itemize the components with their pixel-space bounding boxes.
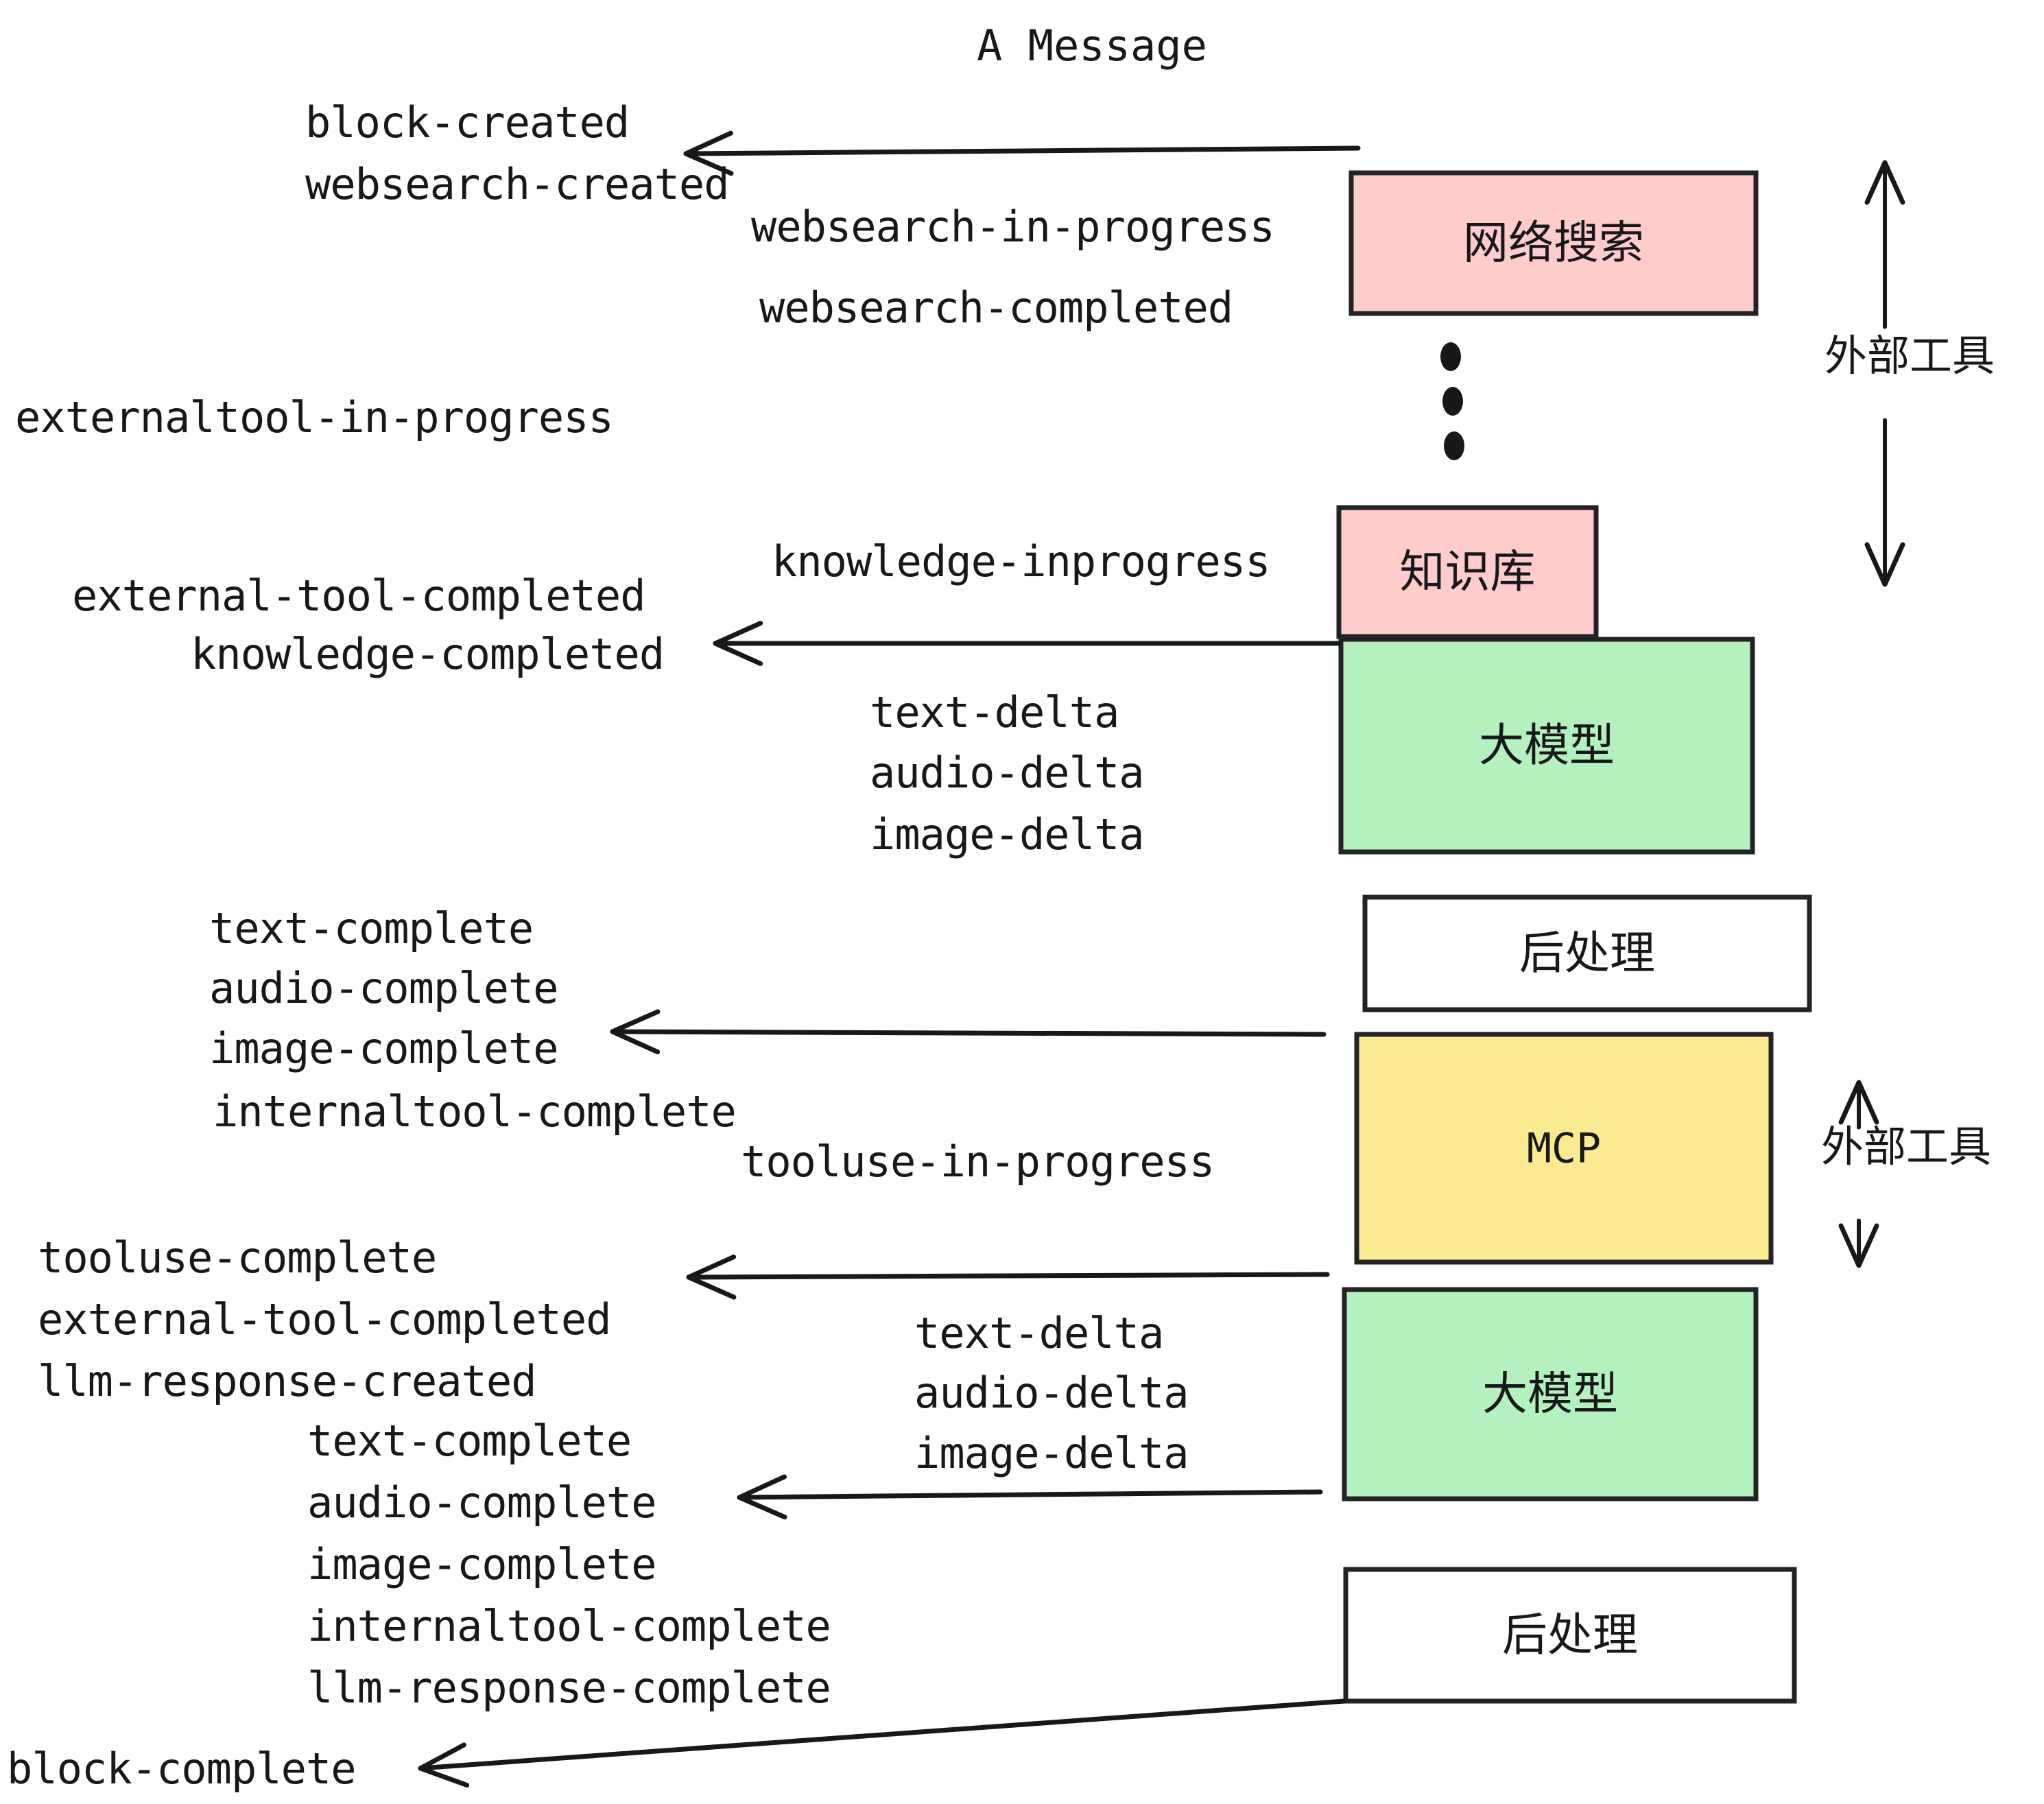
node-llm-2[interactable]: 大模型 (1342, 1287, 1759, 1502)
event-label-websearch-created: websearch-created (305, 159, 729, 209)
page-title: A Message (977, 21, 1207, 71)
arrow-head-icon (418, 1742, 470, 1788)
external-tools-bracket-top (1864, 160, 1905, 587)
arrow-up-icon (1838, 1080, 1879, 1125)
event-label-internaltool-complete-1: internaltool-complete (213, 1087, 736, 1137)
event-label-externaltool-in-progress: externaltool-in-progress (15, 392, 613, 442)
event-label-audio-complete-1: audio-complete (209, 963, 558, 1013)
node-postprocess-1-label: 后处理 (1519, 927, 1655, 980)
arrow-down-icon (1838, 1223, 1879, 1268)
arrow-websearch-to-events (683, 130, 1361, 176)
arrow-llm2-to-events (737, 1474, 1323, 1520)
event-label-audio-delta-2: audio-delta (914, 1368, 1189, 1418)
node-knowledge-label: 知识库 (1400, 545, 1536, 598)
node-llm-1-label: 大模型 (1479, 719, 1615, 772)
side-label-external-tools-bottom: 外部工具 (1821, 1121, 1991, 1172)
event-label-llm-response-created: llm-response-created (38, 1356, 536, 1406)
node-mcp[interactable]: MCP (1354, 1032, 1774, 1265)
arrow-knowledge-to-events (713, 621, 1342, 666)
node-knowledge-rect (1336, 505, 1599, 639)
event-label-tooluse-complete: tooluse-complete (38, 1233, 436, 1283)
node-llm-1[interactable]: 大模型 (1338, 637, 1755, 855)
node-mcp-label: MCP (1527, 1125, 1601, 1173)
event-label-text-complete-1: text-complete (209, 903, 533, 953)
node-knowledge[interactable]: 知识库 (1336, 505, 1599, 639)
node-postprocess-2-rect (1343, 1567, 1797, 1704)
node-postprocess-1[interactable]: 后处理 (1362, 894, 1812, 1012)
arrow-line (610, 1029, 1327, 1037)
event-label-tooluse-in-progress: tooluse-in-progress (741, 1137, 1214, 1187)
node-mcp-rect (1354, 1032, 1774, 1265)
arrow-head-icon (610, 1009, 661, 1055)
node-postprocess-1-rect (1362, 894, 1812, 1012)
arrow-head-icon (686, 1254, 737, 1300)
ellipsis-dot-2 (1442, 387, 1463, 416)
node-postprocess-2[interactable]: 后处理 (1343, 1567, 1797, 1704)
event-label-image-complete-2: image-complete (307, 1539, 656, 1589)
ellipsis-dot-1 (1440, 342, 1461, 371)
ellipsis-dot-3 (1444, 431, 1464, 460)
node-llm-2-rect (1342, 1287, 1759, 1502)
event-label-image-delta-1: image-delta (870, 809, 1144, 859)
arrow-line (686, 1272, 1330, 1280)
event-label-websearch-completed: websearch-completed (759, 283, 1233, 333)
event-label-block-created: block-created (305, 97, 629, 147)
event-label-audio-delta-1: audio-delta (870, 748, 1144, 798)
arrow-line (418, 1698, 1347, 1771)
event-label-audio-complete-2: audio-complete (307, 1477, 656, 1528)
event-label-text-delta-1: text-delta (870, 687, 1119, 737)
arrow-up-icon (1864, 160, 1905, 205)
event-label-llm-response-complete: llm-response-complete (307, 1663, 831, 1713)
node-llm-1-rect (1338, 637, 1755, 855)
ellipsis-dots (1440, 342, 1464, 460)
event-label-external-tool-completed-1: external-tool-completed (72, 571, 645, 621)
arrow-down-icon (1864, 542, 1905, 587)
event-label-layer: block-created websearch-created websearch-… (7, 97, 1275, 1794)
arrow-mcp-to-events (686, 1254, 1330, 1300)
arrow-postprocess2-to-events (418, 1698, 1347, 1788)
external-tools-bracket-bottom (1838, 1080, 1879, 1268)
arrow-head-icon (737, 1474, 787, 1520)
event-label-block-complete: block-complete (7, 1744, 356, 1794)
arrow-line (737, 1489, 1323, 1500)
event-label-external-tool-completed-2: external-tool-completed (38, 1294, 611, 1344)
event-label-knowledge-completed: knowledge-completed (191, 629, 664, 679)
arrow-postprocess1-to-events (610, 1009, 1327, 1055)
event-label-text-complete-2: text-complete (307, 1416, 631, 1466)
arrow-line (683, 145, 1361, 156)
node-websearch-label: 网络搜索 (1463, 217, 1644, 270)
node-postprocess-2-label: 后处理 (1502, 1609, 1638, 1661)
side-label-external-tools-top: 外部工具 (1825, 331, 1995, 381)
node-llm-2-label: 大模型 (1482, 1368, 1618, 1421)
node-websearch[interactable]: 网络搜索 (1348, 170, 1759, 316)
node-websearch-rect (1348, 170, 1759, 316)
arrow-head-icon (683, 130, 734, 176)
event-label-image-delta-2: image-delta (914, 1428, 1189, 1478)
event-label-text-delta-2: text-delta (914, 1308, 1163, 1358)
arrow-head-icon (713, 621, 763, 666)
event-label-internaltool-complete-2: internaltool-complete (307, 1601, 831, 1651)
event-label-image-complete-1: image-complete (209, 1023, 558, 1073)
event-label-websearch-in-progress: websearch-in-progress (751, 202, 1274, 252)
event-label-knowledge-inprogress: knowledge-inprogress (772, 536, 1270, 586)
